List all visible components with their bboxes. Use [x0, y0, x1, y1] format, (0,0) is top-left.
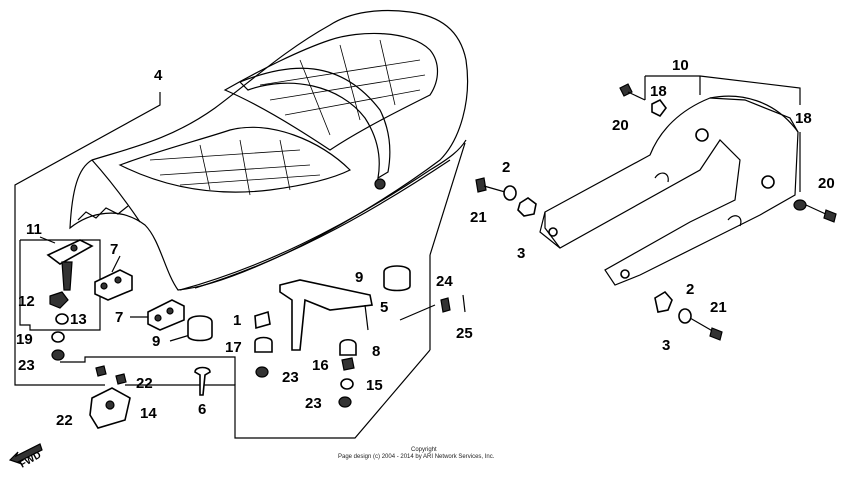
- label-part-15: 15: [366, 377, 383, 394]
- label-part-2-bottom: 2: [686, 281, 694, 298]
- label-part-9-left: 9: [152, 333, 160, 350]
- footer-credit: Page design (c) 2004 - 2014 by ARI Netwo…: [338, 454, 495, 460]
- label-part-16: 16: [312, 357, 329, 374]
- label-part-13: 13: [70, 311, 87, 328]
- label-part-8: 8: [372, 343, 380, 360]
- label-part-19: 19: [16, 331, 33, 348]
- label-part-23-center: 23: [282, 369, 299, 386]
- label-part-4: 4: [154, 67, 163, 84]
- label-part-22-left: 22: [56, 412, 73, 429]
- label-part-18-top: 18: [650, 83, 667, 100]
- leader-lines: [14, 75, 801, 439]
- label-part-24: 24: [436, 273, 453, 290]
- label-part-6: 6: [198, 401, 206, 418]
- bracket-illustration: [539, 95, 799, 286]
- label-part-12: 12: [18, 293, 35, 310]
- label-part-17: 17: [225, 339, 242, 356]
- label-part-21-bottom: 21: [710, 299, 727, 316]
- label-part-20-right: 20: [818, 175, 835, 192]
- label-part-23-bottom: 23: [305, 395, 322, 412]
- label-part-3-bottom: 3: [662, 337, 670, 354]
- label-part-1: 1: [233, 312, 241, 329]
- label-part-21-top: 21: [470, 209, 487, 226]
- label-part-23-left: 23: [18, 357, 35, 374]
- label-part-9-right: 9: [355, 269, 363, 286]
- label-part-7-bottom: 7: [115, 309, 123, 326]
- footer-copyright: Copyright: [411, 447, 437, 453]
- callout-labels: 4 10 18 20 18 20 2 21 3 2 21 3 11 7 12 1…: [16, 57, 835, 471]
- label-part-11: 11: [26, 221, 42, 238]
- label-part-2-top: 2: [502, 159, 510, 176]
- label-part-20-top: 20: [612, 117, 629, 134]
- label-part-18-right: 18: [795, 110, 812, 127]
- label-part-7-top: 7: [110, 241, 118, 258]
- label-part-5: 5: [380, 299, 388, 316]
- seat-illustration: [69, 9, 469, 291]
- label-part-22-right: 22: [136, 375, 153, 392]
- label-part-14: 14: [140, 405, 157, 422]
- label-part-25: 25: [456, 325, 473, 342]
- hardware-parts: [8, 83, 837, 465]
- label-part-10: 10: [672, 57, 689, 74]
- label-part-3-top: 3: [517, 245, 525, 262]
